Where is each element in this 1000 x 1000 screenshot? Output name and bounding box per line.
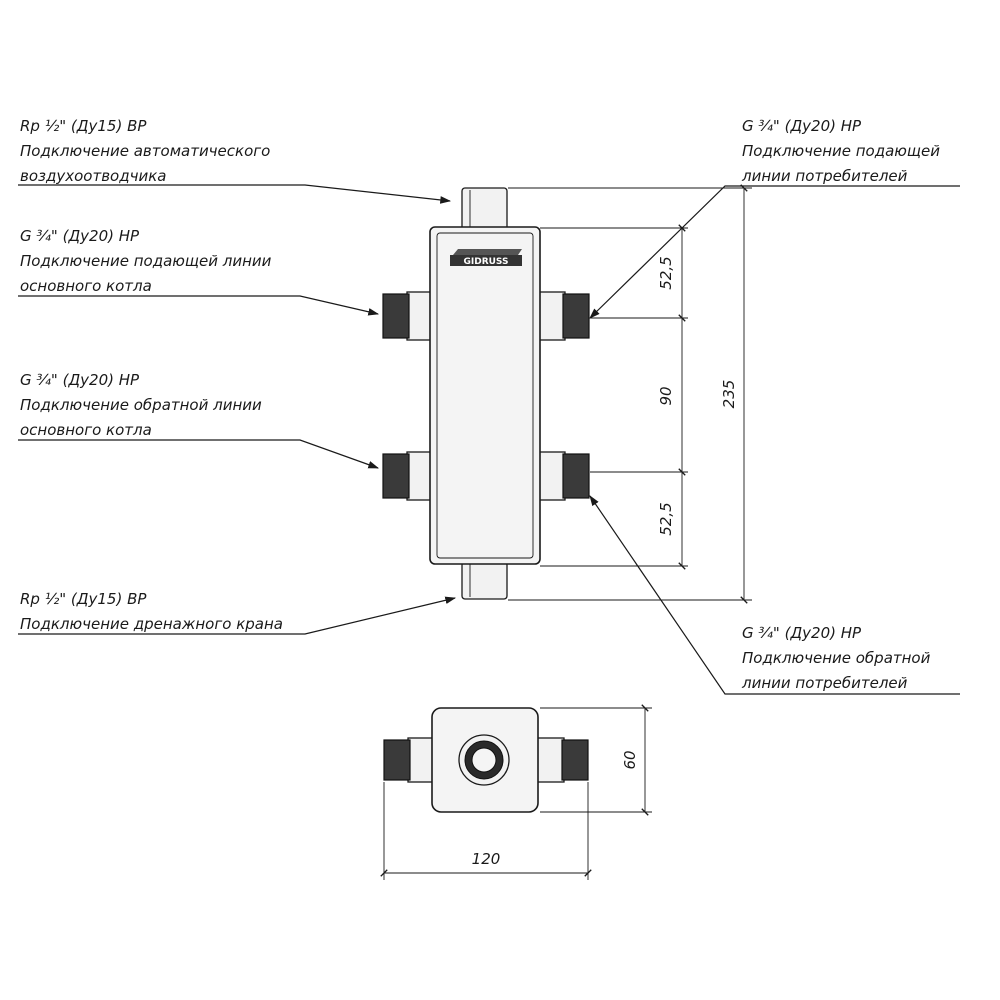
consumer-return-pipe <box>537 451 566 501</box>
svg-text:G ¾" (Ду20) НР: G ¾" (Ду20) НР <box>20 227 140 245</box>
consumer-supply-pipe <box>537 291 566 341</box>
label-boiler-return: G ¾" (Ду20) НР Подключение обратной лини… <box>20 371 262 439</box>
top-left-pipe <box>407 737 435 783</box>
top-left-thread <box>383 739 411 781</box>
dim-total-height: 235 <box>720 380 738 409</box>
svg-text:Подключение обратной линии: Подключение обратной линии <box>20 396 262 414</box>
svg-text:Подключение автоматического: Подключение автоматического <box>20 142 270 160</box>
svg-text:Подключение обратной: Подключение обратной <box>742 649 931 667</box>
top-view: 60 120 <box>380 704 652 880</box>
svg-text:Подключение дренажного крана: Подключение дренажного крана <box>20 615 283 633</box>
svg-text:линии потребителей: линии потребителей <box>741 674 908 692</box>
dimension-lines: 52,5 90 52,5 235 <box>508 184 752 604</box>
front-view: GIDRUSS <box>382 187 590 600</box>
svg-text:G ¾" (Ду20) НР: G ¾" (Ду20) НР <box>742 117 862 135</box>
top-right-thread <box>561 739 589 781</box>
consumer-return-thread <box>562 453 590 499</box>
boiler-supply-thread <box>382 293 410 339</box>
dim-spacing: 90 <box>657 386 675 405</box>
svg-text:GIDRUSS: GIDRUSS <box>463 257 508 267</box>
top-port-inner <box>471 747 497 773</box>
left-leaders <box>18 184 457 635</box>
air-vent-nipple <box>461 187 508 231</box>
svg-text:G ¾" (Ду20) НР: G ¾" (Ду20) НР <box>742 624 862 642</box>
top-right-pipe <box>535 737 565 783</box>
boiler-return-pipe <box>406 451 433 501</box>
right-leaders <box>589 185 960 695</box>
svg-text:Подключение подающей: Подключение подающей <box>742 142 940 160</box>
boiler-return-thread <box>382 453 410 499</box>
svg-text:G ¾" (Ду20) НР: G ¾" (Ду20) НР <box>20 371 140 389</box>
dim-width: 120 <box>472 850 501 868</box>
consumer-supply-thread <box>562 293 590 339</box>
dim-depth: 60 <box>621 750 639 769</box>
label-consumer-supply: G ¾" (Ду20) НР Подключение подающей лини… <box>741 117 940 185</box>
dim-top-offset: 52,5 <box>657 256 675 289</box>
svg-text:основного котла: основного котла <box>20 421 152 439</box>
brand-logo: GIDRUSS <box>450 249 522 267</box>
dim-bottom-offset: 52,5 <box>657 502 675 535</box>
separator-body <box>429 226 541 565</box>
label-drain: Rp ½" (Ду15) ВР Подключение дренажного к… <box>20 590 283 633</box>
svg-text:основного котла: основного котла <box>20 277 152 295</box>
svg-text:Rp ½" (Ду15) ВР: Rp ½" (Ду15) ВР <box>20 590 147 608</box>
label-boiler-supply: G ¾" (Ду20) НР Подключение подающей лини… <box>20 227 272 295</box>
label-air-vent: Rp ½" (Ду15) ВР Подключение автоматическ… <box>20 117 270 185</box>
boiler-supply-pipe <box>406 291 433 341</box>
svg-text:линии потребителей: линии потребителей <box>741 167 908 185</box>
label-consumer-return: G ¾" (Ду20) НР Подключение обратной лини… <box>741 624 931 692</box>
drain-nipple <box>461 561 508 600</box>
svg-text:воздухоотводчика: воздухоотводчика <box>20 167 166 185</box>
svg-text:Подключение подающей линии: Подключение подающей линии <box>20 252 272 270</box>
svg-text:Rp ½" (Ду15) ВР: Rp ½" (Ду15) ВР <box>20 117 147 135</box>
